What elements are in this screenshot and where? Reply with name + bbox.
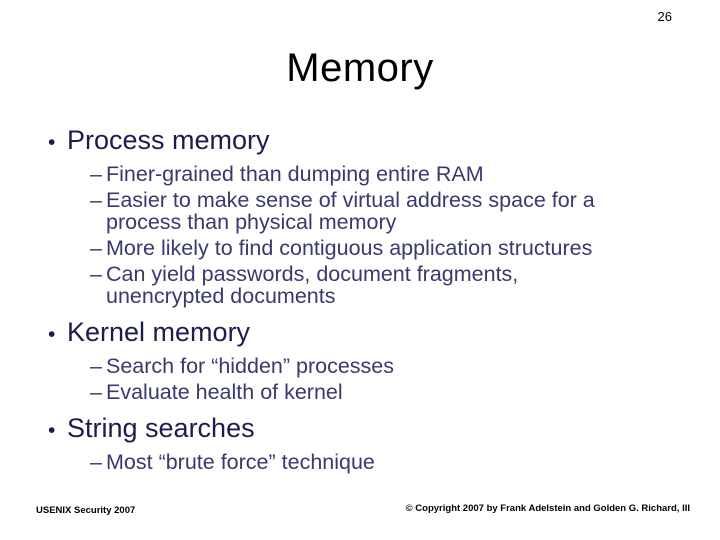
sub-bullet: – Can yield passwords, document fragment…	[36, 263, 700, 307]
dash-icon: –	[90, 450, 102, 474]
sub-bullet: – Search for “hidden” processes	[36, 355, 700, 377]
sub-bullet-text: Most “brute force” technique	[106, 450, 375, 474]
bullet-dot-icon: •	[48, 131, 56, 154]
sub-bullet: – Evaluate health of kernel	[36, 381, 700, 403]
sub-bullet-text: Evaluate health of kernel	[106, 380, 343, 404]
slide-title: Memory	[286, 46, 434, 90]
bullet-label: Process memory	[67, 125, 270, 155]
slide-body: • Process memory – Finer-grained than du…	[36, 124, 700, 473]
sub-bullet: – More likely to find contiguous applica…	[36, 237, 700, 259]
sub-bullet-text: More likely to find contiguous applicati…	[106, 236, 593, 260]
footer-conference: USENIX Security 2007	[36, 505, 136, 516]
dash-icon: –	[90, 262, 102, 286]
dash-icon: –	[90, 188, 102, 212]
sub-bullet: – Finer-grained than dumping entire RAM	[36, 163, 700, 185]
bullet-item-kernel-memory: • Kernel memory	[36, 316, 700, 351]
sub-bullet-text: Search for “hidden” processes	[106, 354, 395, 378]
sub-bullet-text: Can yield passwords, document fragments,…	[106, 262, 519, 308]
dash-icon: –	[90, 236, 102, 260]
sub-bullet: – Most “brute force” technique	[36, 451, 700, 473]
bullet-dot-icon: •	[48, 323, 56, 346]
sub-bullet-text: Finer-grained than dumping entire RAM	[106, 162, 484, 186]
bullet-label: String searches	[67, 413, 255, 443]
footer-copyright: © Copyright 2007 by Frank Adelstein and …	[405, 503, 690, 514]
dash-icon: –	[90, 162, 102, 186]
dash-icon: –	[90, 380, 102, 404]
sub-bullet: – Easier to make sense of virtual addres…	[36, 189, 700, 233]
bullet-dot-icon: •	[48, 419, 56, 442]
bullet-item-process-memory: • Process memory	[36, 124, 700, 159]
sub-bullet-text: Easier to make sense of virtual address …	[106, 188, 595, 234]
bullet-item-string-searches: • String searches	[36, 412, 700, 447]
bullet-label: Kernel memory	[67, 317, 251, 347]
page-number: 26	[657, 9, 672, 24]
dash-icon: –	[90, 354, 102, 378]
